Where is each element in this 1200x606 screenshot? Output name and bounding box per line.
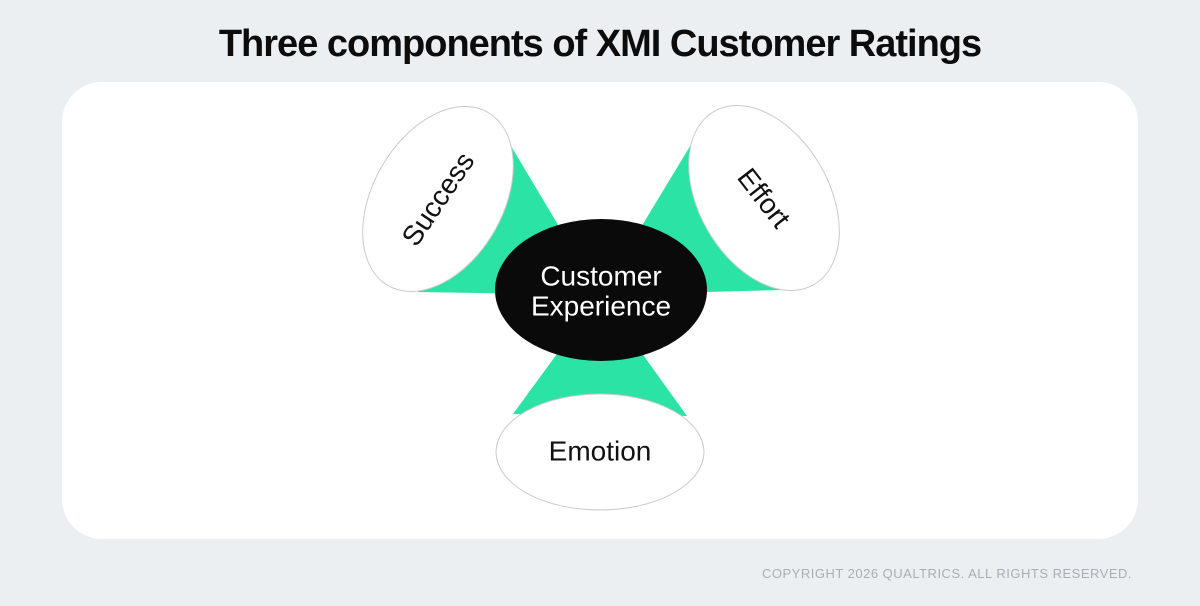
node-effort-ellipse [688,104,840,291]
page-title: Three components of XMI Customer Ratings [218,23,982,65]
copyright-notice: COPYRIGHT 2026 QUALTRICS. ALL RIGHTS RES… [761,566,1132,581]
label-emotion: Emotion [549,436,652,467]
node-emotion-ellipse [495,393,705,511]
label-center-line1: Customer [540,261,661,292]
center-node-ellipse [495,219,707,361]
node-success-ellipse [362,105,514,292]
label-center-line2: Experience [531,291,671,322]
